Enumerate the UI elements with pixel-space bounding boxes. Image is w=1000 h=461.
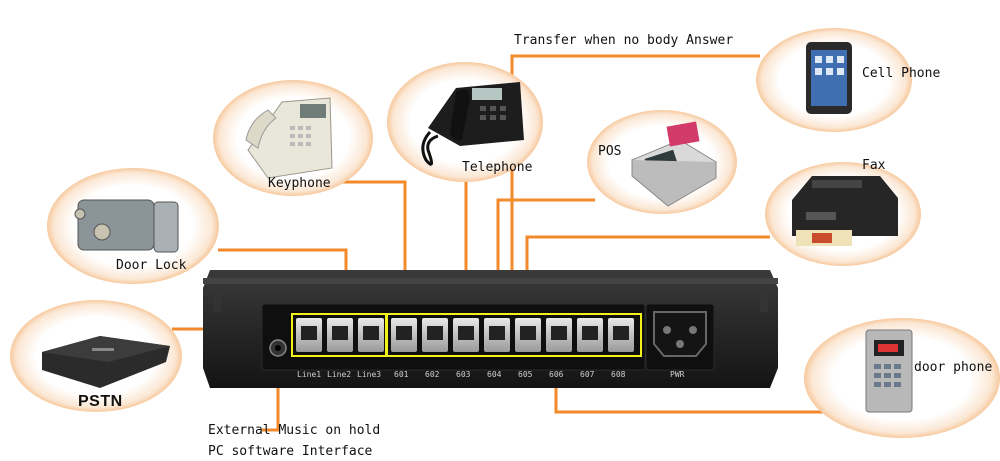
power-label: PWR (670, 370, 685, 379)
transfer-label: Transfer when no body Answer (514, 33, 734, 48)
cell-phone-label: Cell Phone (862, 66, 941, 81)
line-pos (496, 198, 595, 300)
port-label-line1: Line1 (297, 370, 322, 379)
port-label-601: 601 (394, 370, 409, 379)
line-keyphone (340, 180, 407, 300)
line-transfer (510, 54, 760, 300)
keyphone-label: Keyphone (268, 176, 331, 191)
door-phone-label: door phone (914, 360, 993, 375)
port-label-602: 602 (425, 370, 440, 379)
music-on-hold-label: External Music on hold (208, 423, 381, 438)
extension-ports-highlight (386, 313, 642, 357)
audio-jack (269, 339, 287, 357)
port-label-line3: Line3 (357, 370, 382, 379)
pos-label: POS (598, 144, 622, 159)
port-label-605: 605 (518, 370, 533, 379)
pos-device (631, 121, 717, 207)
telephone-label: Telephone (462, 160, 533, 175)
keyphone-device (245, 97, 333, 179)
door-lock-device (74, 199, 179, 253)
fax-device (792, 176, 898, 246)
telephone-device (421, 82, 524, 166)
fax-label: Fax (862, 158, 886, 173)
rj-jacks (296, 318, 634, 352)
pstn-label: PSTN (78, 393, 123, 410)
cell-phone-device (806, 42, 852, 114)
port-label-604: 604 (487, 370, 502, 379)
power-socket (653, 311, 707, 357)
port-label-line2: Line2 (327, 370, 352, 379)
port-label-603: 603 (456, 370, 471, 379)
door-phone-device (865, 329, 913, 413)
port-label-608: 608 (611, 370, 626, 379)
door-lock-label: Door Lock (116, 258, 187, 273)
pc-interface-label: PC software Interface (208, 444, 373, 459)
pstn-device (42, 336, 170, 388)
port-label-607: 607 (580, 370, 595, 379)
port-label-606: 606 (549, 370, 564, 379)
